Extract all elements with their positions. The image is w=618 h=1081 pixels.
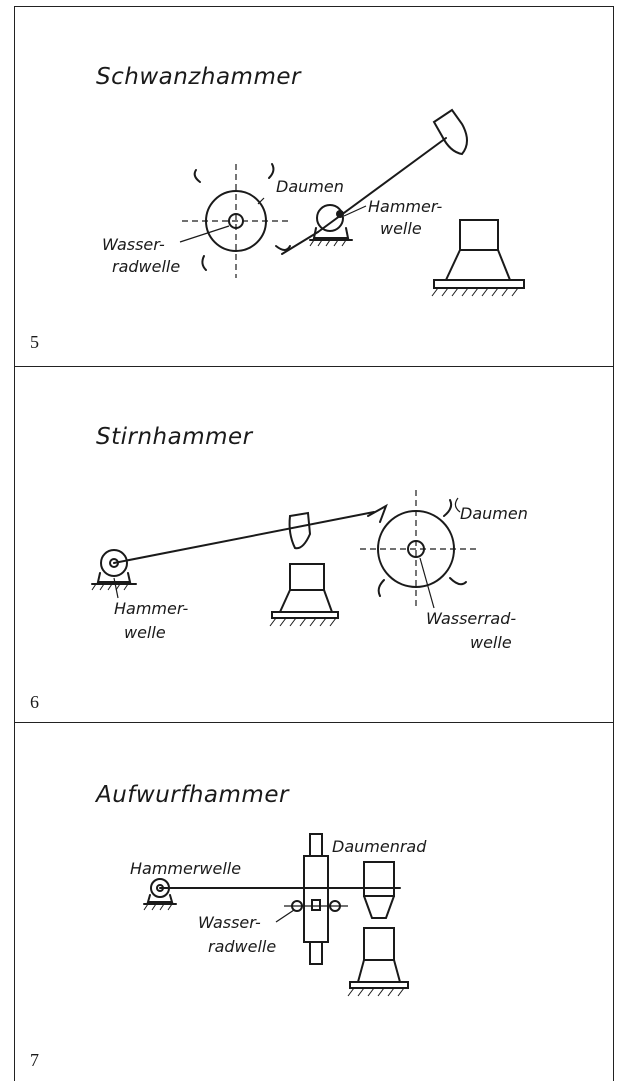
hammer-head <box>363 861 395 919</box>
label-waterwheel-shaft-2: radwelle <box>208 937 276 956</box>
figure-5-drawing: Schwanzhammer <box>30 64 525 352</box>
figure-5-panel: Schwanzhammer <box>14 6 614 366</box>
label-waterwheel-shaft-1: Wasser- <box>102 235 165 254</box>
label-hammer-shaft-2: welle <box>124 623 166 642</box>
hammer-helve <box>281 108 468 255</box>
label-daumen: Daumen <box>460 504 528 523</box>
label-waterwheel-shaft-2: radwelle <box>112 257 180 276</box>
label-hammer-shaft-1: Hammer- <box>368 197 443 216</box>
figure-5-number: 5 <box>30 332 39 352</box>
label-hammer-shaft: Hammerwelle <box>130 859 241 878</box>
hammer-shaft-bearing <box>143 878 177 911</box>
label-waterwheel-shaft-1: Wasserrad- <box>426 609 516 628</box>
water-wheel <box>182 163 292 278</box>
figure-7-drawing: Aufwurfhammer <box>30 782 427 1070</box>
water-wheel <box>360 490 478 610</box>
label-waterwheel-shaft-2: welle <box>470 633 512 652</box>
label-hammer-shaft-2: welle <box>380 219 422 238</box>
figure-frame <box>14 6 614 1081</box>
hammer-helve <box>113 503 388 564</box>
figure-6-number: 6 <box>30 692 39 712</box>
label-daumen: Daumen <box>276 177 344 196</box>
figure-6-drawing: Stirnhammer <box>30 424 528 712</box>
anvil <box>269 563 339 627</box>
figure-7-panel: Aufwurfhammer <box>14 722 614 1081</box>
figure-7-title: Aufwurfhammer <box>94 782 290 808</box>
figure-5-title: Schwanzhammer <box>96 64 302 90</box>
figure-6-title: Stirnhammer <box>96 424 254 450</box>
cam-wheel-shaft <box>284 833 348 965</box>
divider-5-6 <box>14 366 614 367</box>
divider-6-7 <box>14 722 614 723</box>
anvil <box>431 219 525 297</box>
anvil <box>347 927 409 997</box>
hammer-shaft-bearing <box>91 549 137 591</box>
label-waterwheel-shaft-1: Wasser- <box>198 913 261 932</box>
label-daumenrad: Daumenrad <box>332 837 427 856</box>
figure-7-number: 7 <box>30 1050 39 1070</box>
label-hammer-shaft-1: Hammer- <box>114 599 189 618</box>
figure-6-panel: Stirnhammer <box>14 366 614 722</box>
